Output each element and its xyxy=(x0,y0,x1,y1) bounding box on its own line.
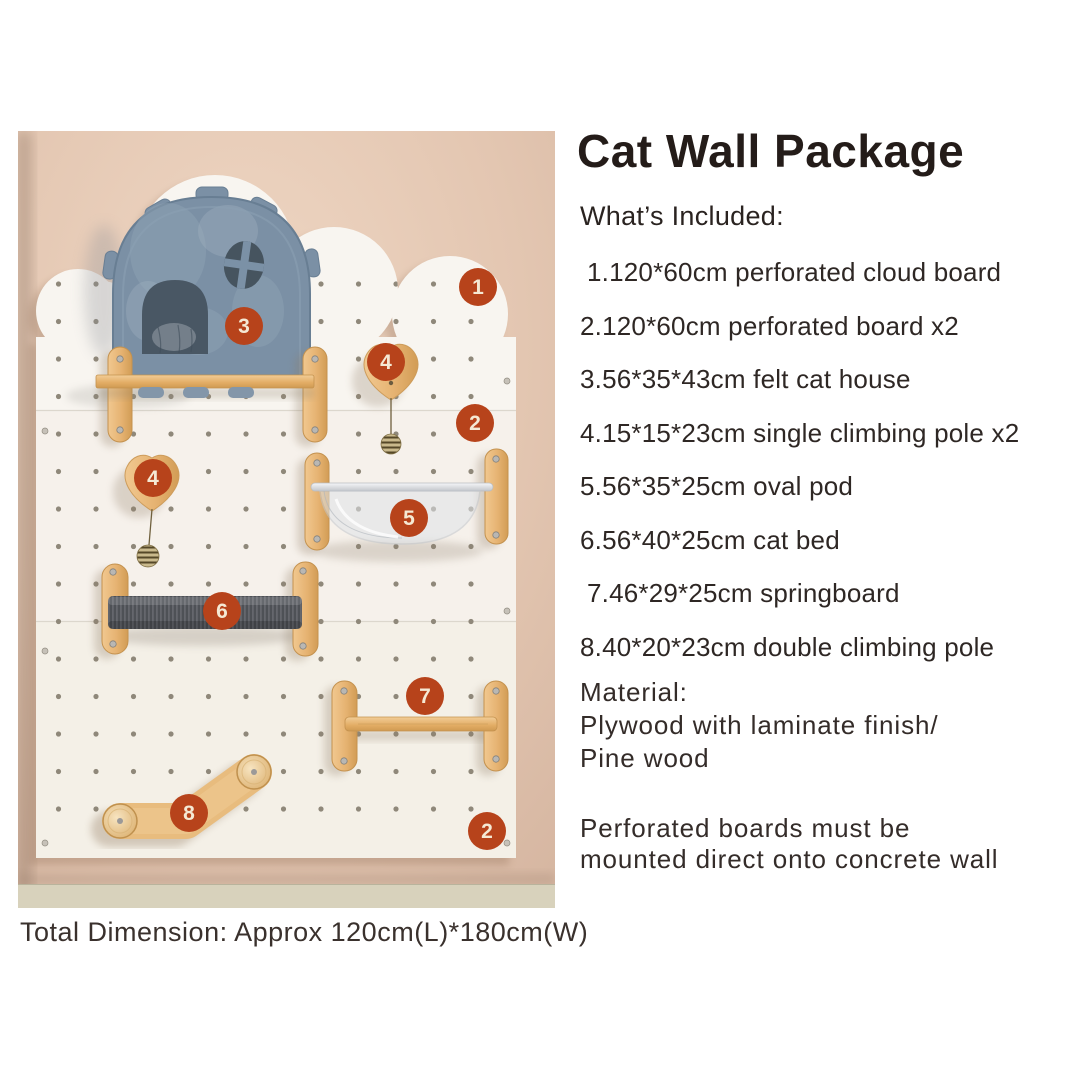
included-item: 6.56*40*25cm cat bed xyxy=(580,524,840,555)
marker-4-top: 4 xyxy=(367,343,405,381)
material-heading: Material: xyxy=(580,677,688,707)
included-item: 4.15*15*23cm single climbing pole x2 xyxy=(580,417,1020,448)
marker-8: 8 xyxy=(170,794,208,832)
house-window xyxy=(220,238,268,292)
included-item: 3.56*35*43cm felt cat house xyxy=(580,364,911,395)
marker-3: 3 xyxy=(225,307,263,345)
springboard xyxy=(324,680,509,776)
page-title: Cat Wall Package xyxy=(577,125,965,177)
material-line: Pine wood xyxy=(580,743,710,773)
baseboard xyxy=(18,884,555,908)
marker-6: 6 xyxy=(203,592,241,630)
felt-tabs-under-shelf xyxy=(138,387,254,398)
marker-1: 1 xyxy=(459,268,497,306)
total-dimension-caption: Total Dimension: Approx 120cm(L)*180cm(W… xyxy=(20,917,589,947)
marker-2-top: 2 xyxy=(456,404,494,442)
cat-wall-scene xyxy=(18,131,555,908)
included-item: 5.56*35*25cm oval pod xyxy=(580,471,854,502)
material-section: Material: Plywood with laminate finish/ … xyxy=(580,676,938,775)
included-heading: What’s Included: xyxy=(580,201,784,231)
included-item: 8.40*20*23cm double climbing pole xyxy=(580,631,995,662)
included-list: 1.120*60cm perforated cloud board 2.120*… xyxy=(580,246,1060,674)
house-door xyxy=(142,280,208,354)
marker-4-left: 4 xyxy=(134,459,172,497)
marker-7: 7 xyxy=(406,677,444,715)
marker-2-bottom: 2 xyxy=(468,812,506,850)
material-line: Plywood with laminate finish/ xyxy=(580,710,939,740)
product-photo: 1 3 4 2 4 5 6 7 8 2 xyxy=(18,131,555,908)
marker-5: 5 xyxy=(390,499,428,537)
board-screws xyxy=(41,377,511,847)
mounting-note: Perforated boards must be mounted direct… xyxy=(580,813,999,874)
included-item: 1.120*60cm perforated cloud board xyxy=(587,257,1002,288)
included-item: 2.120*60cm perforated board x2 xyxy=(580,310,959,341)
included-item: 7.46*29*25cm springboard xyxy=(587,578,900,609)
house-shelf xyxy=(95,346,328,447)
